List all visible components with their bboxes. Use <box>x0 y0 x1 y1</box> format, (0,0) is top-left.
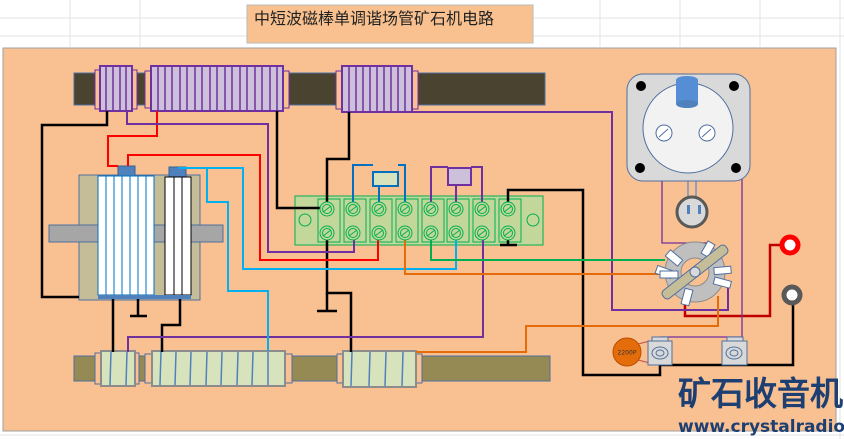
antenna-terminal-red[interactable] <box>779 234 801 256</box>
output-jack-right[interactable] <box>721 336 748 366</box>
page-title: 中短波磁棒单调谐场管矿石机电路 <box>254 9 494 28</box>
top-ferrite-rod-assembly <box>73 65 546 113</box>
terminal-screws <box>319 201 516 241</box>
capacitor-tab-left <box>117 165 136 177</box>
title-box <box>246 4 534 44</box>
small-capacitor-blue <box>372 171 399 187</box>
logo-url: www.crystalradio.cn <box>678 417 844 437</box>
wiring <box>40 107 795 377</box>
bottom-ferrite-rod-assembly <box>73 350 551 388</box>
logo-text: 矿石收音机 <box>678 374 843 413</box>
plug-socket <box>675 195 709 229</box>
capacitor-label: 2200P <box>618 350 637 357</box>
variable-capacitor <box>48 165 224 301</box>
ground-terminal-gray[interactable] <box>781 284 803 306</box>
band-switch[interactable] <box>654 240 733 307</box>
small-capacitor-purple <box>447 167 472 186</box>
earphone-socket <box>626 73 751 182</box>
output-jack-left[interactable] <box>647 336 673 366</box>
